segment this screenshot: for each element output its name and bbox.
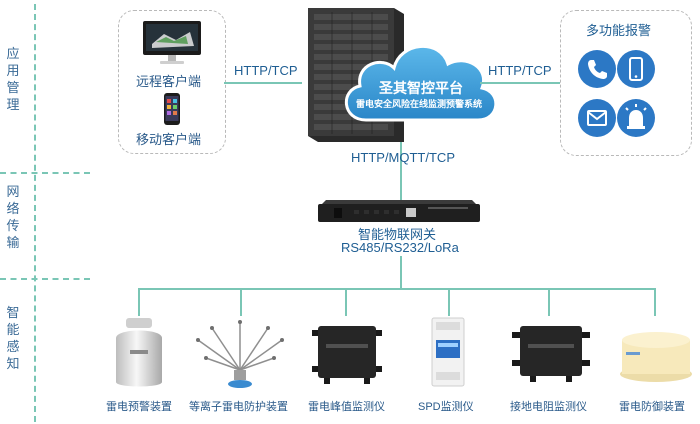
device-label-5: 接地电阻监测仪: [510, 401, 587, 413]
layer-label-sense: 智能感知: [6, 305, 20, 371]
peak-monitor-device-icon: [312, 320, 382, 384]
layer-divider-app-net: [0, 172, 90, 174]
alarm-title: 多功能报警: [586, 23, 652, 38]
lightning-warning-device-icon: [112, 316, 166, 390]
platform-subtitle: 雷电安全风险在线监测预警系统: [356, 99, 483, 109]
platform-cloud: [336, 30, 504, 130]
tree-trunk: [400, 256, 402, 288]
device-label-3: 雷电峰值监测仪: [308, 401, 385, 413]
protocol-right: HTTP/TCP: [488, 63, 552, 78]
device-label-6: 雷电防御装置: [619, 401, 685, 413]
phone-call-icon: [578, 50, 616, 88]
mobile-client-label: 移动客户端: [136, 132, 202, 147]
connector-left: [224, 82, 302, 84]
ground-resistance-device-icon: [512, 320, 590, 384]
tree-bus: [138, 288, 654, 290]
device-label-1: 雷电预警装置: [106, 401, 172, 413]
platform-title: 圣其智控平台: [379, 80, 463, 96]
protocol-left: HTTP/TCP: [234, 63, 298, 78]
tree-drop-3: [345, 288, 347, 316]
connector-right: [480, 82, 560, 84]
remote-client-label: 远程客户端: [136, 74, 202, 89]
spd-monitor-device-icon: [428, 316, 468, 388]
desktop-monitor-icon: [142, 20, 202, 66]
tree-drop-2: [240, 288, 242, 316]
mobile-phone-icon: [617, 50, 655, 88]
email-icon: [578, 99, 616, 137]
connector-down: [400, 142, 402, 200]
tree-drop-4: [448, 288, 450, 316]
device-label-4: SPD监测仪: [418, 401, 474, 413]
layer-divider-vertical: [34, 4, 36, 422]
layer-label-net: 网络传输: [6, 184, 20, 250]
gateway-name: 智能物联网关: [358, 227, 437, 242]
gateway-protocols: RS485/RS232/LoRa: [341, 240, 459, 255]
alarm-siren-icon: [617, 99, 655, 137]
gateway-device-icon: [318, 198, 480, 226]
tree-drop-5: [548, 288, 550, 316]
phone-icon: [163, 92, 181, 126]
protocol-down: HTTP/MQTT/TCP: [351, 150, 455, 165]
device-label-2: 等离子雷电防护装置: [189, 401, 288, 413]
layer-divider-net-sense: [0, 278, 90, 280]
layer-label-app: 应用管理: [6, 46, 20, 112]
tree-drop-6: [654, 288, 656, 316]
tree-drop-1: [138, 288, 140, 316]
plasma-protection-device-icon: [192, 318, 288, 390]
lightning-defense-device-icon: [618, 326, 694, 384]
